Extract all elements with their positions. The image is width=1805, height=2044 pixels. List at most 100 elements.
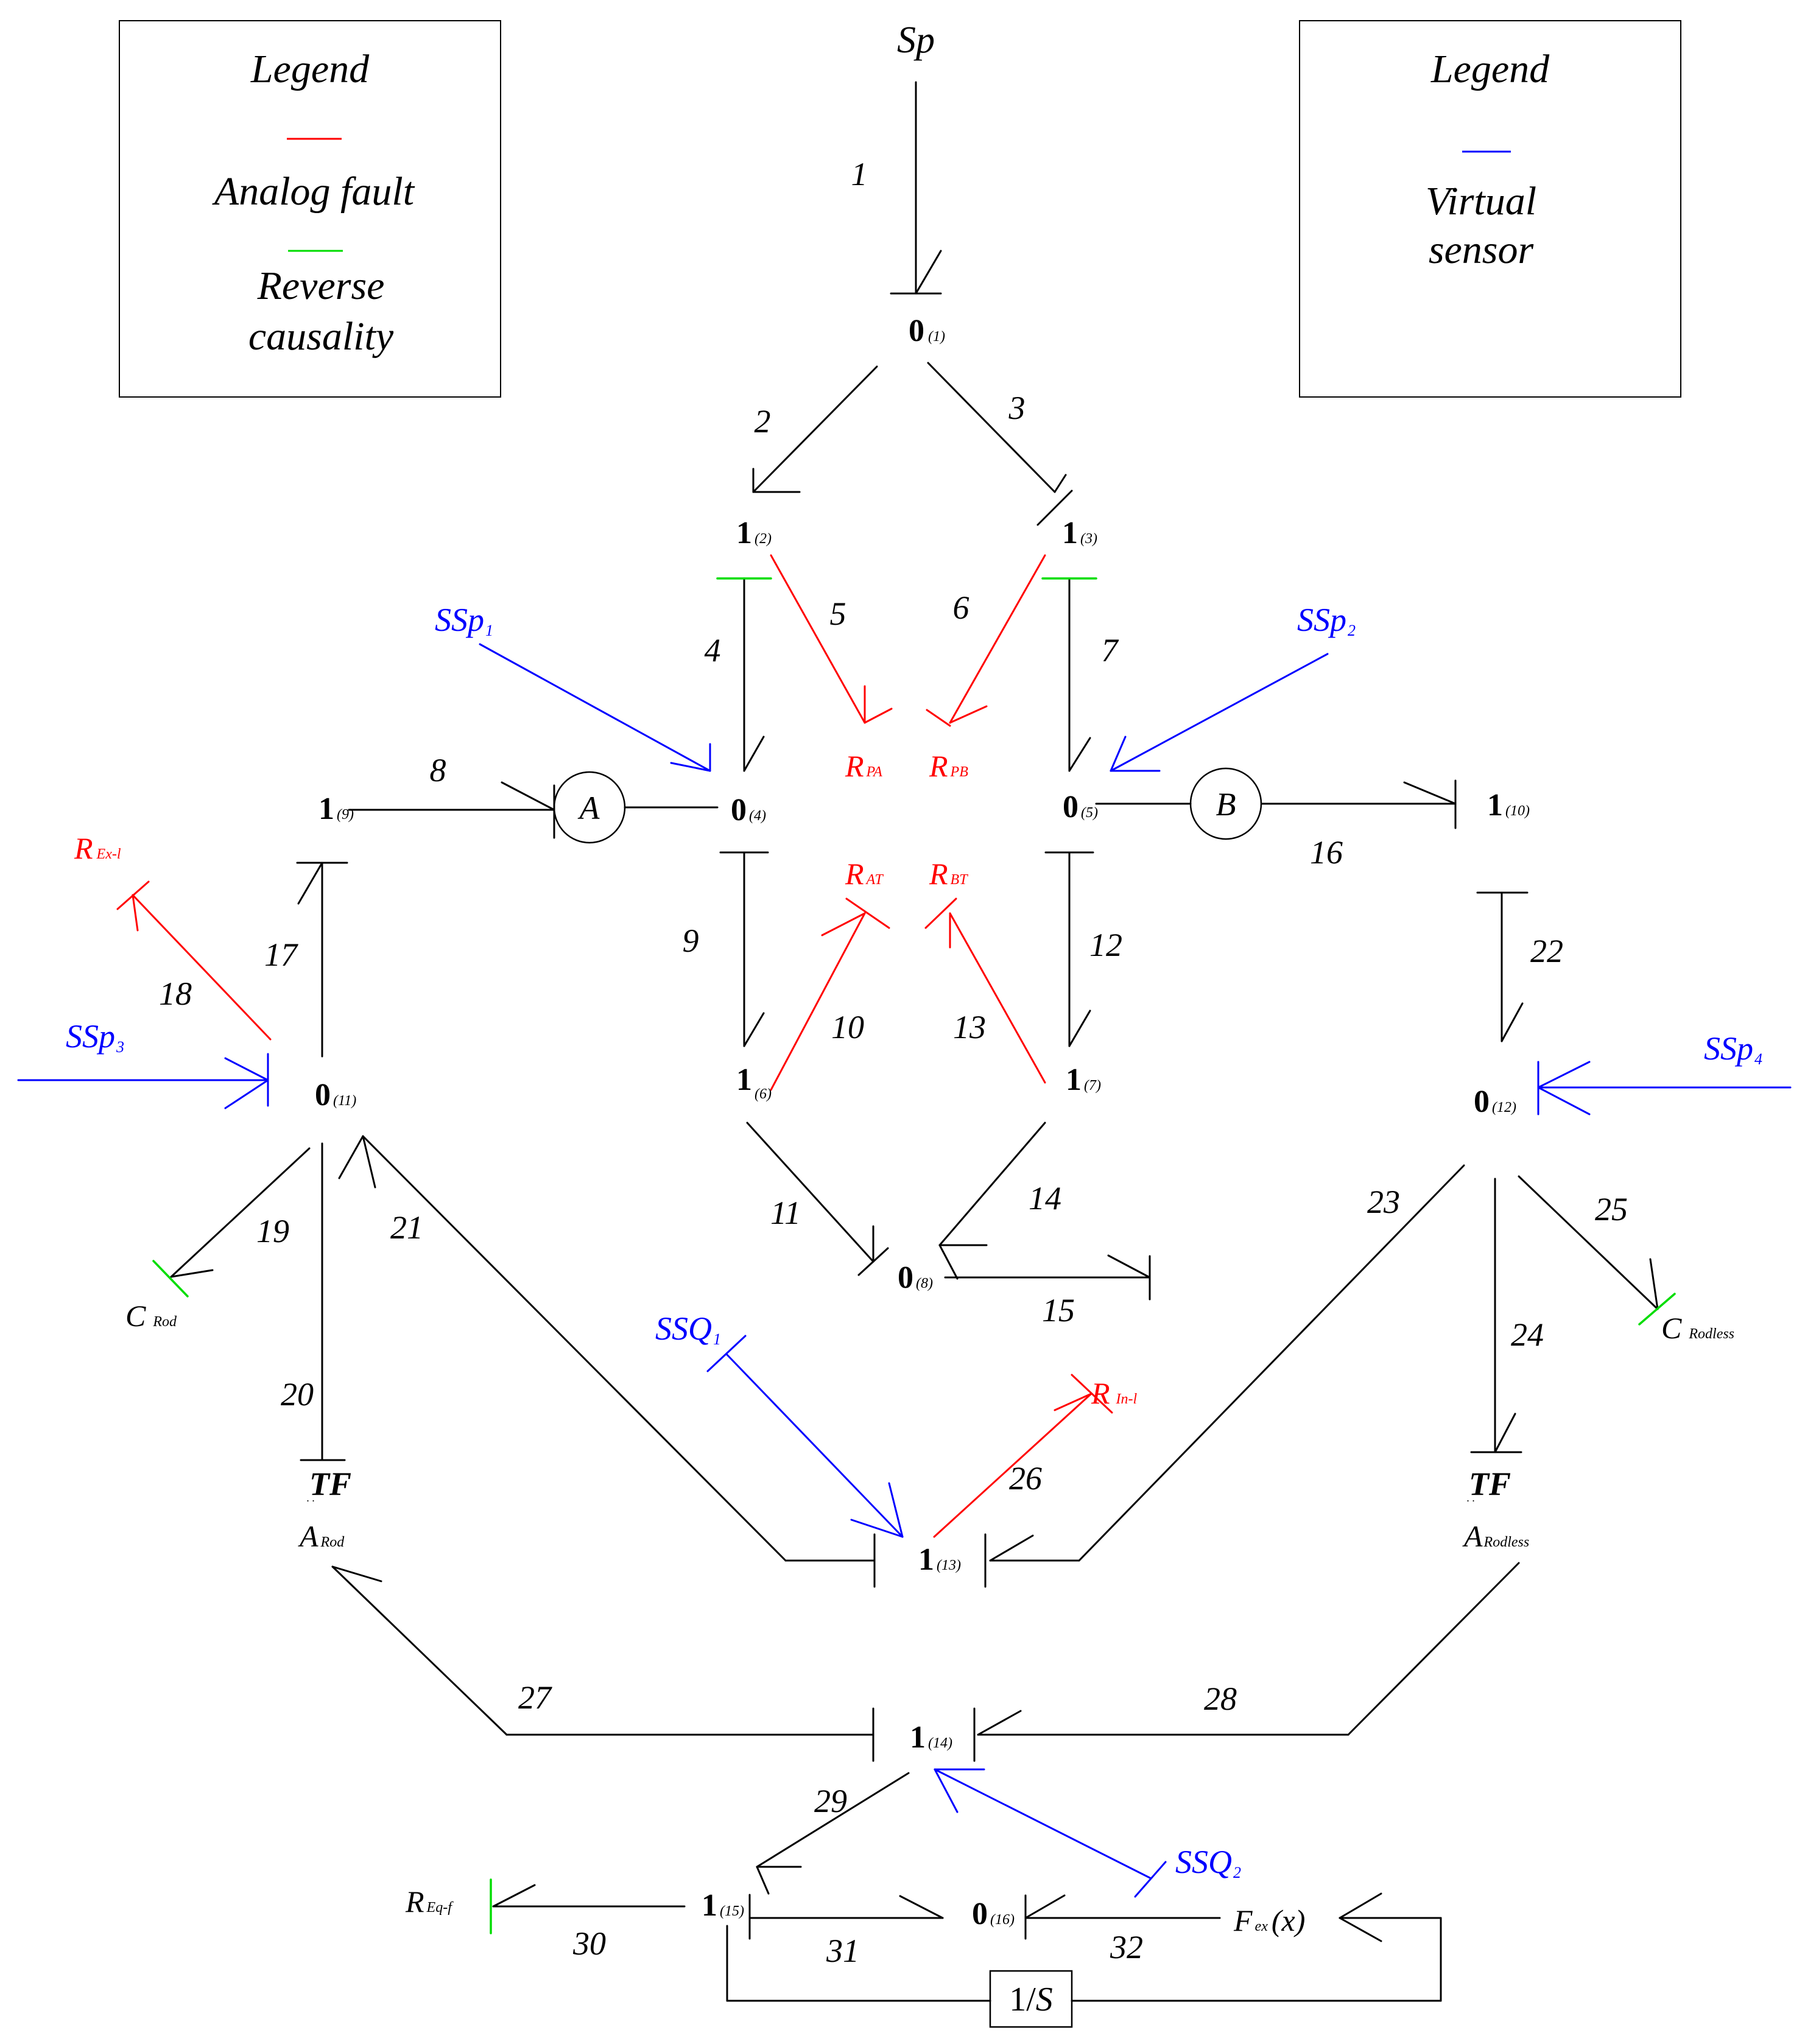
bond-27-seg-2 [331, 1565, 382, 1582]
bond-10-seg-1 [770, 912, 866, 1091]
bond-number-13: 13 [953, 1009, 986, 1045]
bond-number-10: 10 [831, 1009, 864, 1045]
element-tf-rod: TF [309, 1466, 351, 1502]
legend-left: Legend Analog fault Reverse causality [119, 20, 501, 398]
element-tf-rodless: TF [1469, 1466, 1511, 1502]
junction-1-2: 1(2) [736, 516, 772, 550]
bond-6-seg-1 [949, 554, 1046, 724]
bond-11-seg-3 [857, 1247, 889, 1276]
bond-30-seg-2 [492, 1884, 536, 1908]
bond-19-causal-seg-1 [152, 1260, 189, 1298]
bond-number-30: 30 [572, 1925, 606, 1962]
bond-12-seg-3 [1068, 1010, 1091, 1047]
junction-1-15: 1(15) [702, 1888, 744, 1923]
bond-18-seg-2 [132, 894, 139, 932]
bond-26-seg-3 [1071, 1374, 1113, 1414]
bond-27-seg-1 [331, 1565, 508, 1736]
bond-28-seg-1 [1347, 1562, 1520, 1736]
bond-19-seg-2 [170, 1269, 214, 1278]
junction-1-10: 1(10) [1487, 788, 1530, 823]
bond-number-4: 4 [705, 632, 721, 669]
bond-7-seg-2 [1068, 737, 1091, 772]
sensor-ssp4-bond-seg-3 [1537, 1061, 1591, 1089]
bond-number-11: 11 [770, 1195, 801, 1231]
bond-number-16: 16 [1310, 834, 1343, 871]
integrator-label: 1/S [1009, 1981, 1053, 2018]
bond-11-seg-1 [746, 1122, 874, 1263]
sensor-ssq2: SSQ2 [1175, 1844, 1241, 1881]
legend-left-title: Legend [250, 47, 370, 91]
sensor-ssp3-bond-seg-4 [224, 1079, 269, 1109]
bond-number-12: 12 [1089, 927, 1122, 963]
bond-number-19: 19 [256, 1213, 289, 1249]
sensor-ssq2-bond-seg-4 [934, 1768, 959, 1813]
bond-6-seg-2 [949, 705, 988, 724]
bond-15-seg-3 [1107, 1254, 1151, 1279]
junction-0-11: 0(11) [315, 1078, 356, 1112]
bond-number-5: 5 [830, 595, 846, 632]
bond-13-seg-1 [949, 912, 1046, 1084]
bond-number-21: 21 [390, 1209, 423, 1246]
bond-29-seg-3 [756, 1866, 770, 1895]
junction-1-3: 1(3) [1062, 516, 1097, 550]
junction-1-9: 1(9) [318, 792, 354, 826]
sensor-ssp1: SSp1 [435, 602, 493, 639]
bond-18-seg-3 [116, 880, 150, 910]
bond-1-seg-3 [915, 250, 942, 295]
bond-22-seg-3 [1501, 1002, 1524, 1042]
bond-number-6: 6 [953, 589, 969, 626]
junction-1-6: 1(6) [736, 1062, 772, 1102]
bond-number-26: 26 [1009, 1460, 1042, 1497]
bond-number-7: 7 [1102, 632, 1119, 669]
bond-2-seg-1 [752, 365, 878, 493]
bond-number-31: 31 [826, 1933, 859, 1969]
bond-3-seg-1 [927, 362, 1056, 493]
bond-number-18: 18 [159, 975, 192, 1012]
bond-number-1: 1 [851, 156, 868, 192]
bond-number-14: 14 [1029, 1180, 1061, 1217]
bond-16-seg-3 [1403, 781, 1457, 805]
bond-6-seg-3 [926, 709, 951, 727]
bond-number-23: 23 [1367, 1184, 1400, 1220]
bond-fex-loop-seg-6 [1339, 1892, 1382, 1919]
bond-18-seg-1 [132, 894, 272, 1041]
sensor-ssq1-bond-seg-1 [725, 1353, 904, 1538]
bond-8-seg-3 [501, 781, 555, 811]
bond-number-15: 15 [1042, 1292, 1075, 1329]
junction-0-1: 0(1) [909, 314, 945, 348]
bond-number-32: 32 [1110, 1929, 1143, 1965]
junction-0-5: 0(5) [1063, 790, 1098, 824]
sensor-ssq2-bond-seg-2 [1134, 1861, 1167, 1898]
bond-25-seg-2 [1649, 1258, 1659, 1310]
sensor-ssp4-bond-seg-4 [1537, 1086, 1591, 1115]
sensor-ssp3-bond-seg-3 [224, 1057, 269, 1081]
bond-3-seg-2 [1054, 474, 1067, 493]
bond-25-seg-1 [1518, 1175, 1659, 1310]
bond-31-seg-2 [899, 1895, 944, 1919]
bond-13-seg-3 [924, 897, 957, 929]
bond-3-seg-3 [1036, 490, 1073, 526]
bond-number-29: 29 [814, 1783, 847, 1819]
bond-28-seg-3 [977, 1710, 1022, 1736]
junction-0-4: 0(4) [731, 793, 766, 827]
bond-number-20: 20 [281, 1376, 314, 1413]
bond-17-seg-3 [297, 862, 323, 905]
element-tf-rod-dots: · · [306, 1495, 315, 1507]
virtual-sensors: SSp1 SSp2 SSp3 SSp4 SSQ1 SSQ2 [66, 602, 1762, 1881]
bond-9-seg-3 [743, 1012, 765, 1047]
bond-5-seg-1 [770, 554, 866, 724]
sensor-ssq1-bond-seg-3 [850, 1519, 904, 1538]
sensor-ssq1-bond-seg-2 [706, 1335, 747, 1372]
bond-number-2: 2 [755, 403, 771, 440]
bond-14-seg-3 [938, 1244, 959, 1280]
bond-number-3: 3 [1008, 390, 1026, 426]
component-b-label: B [1216, 786, 1236, 823]
